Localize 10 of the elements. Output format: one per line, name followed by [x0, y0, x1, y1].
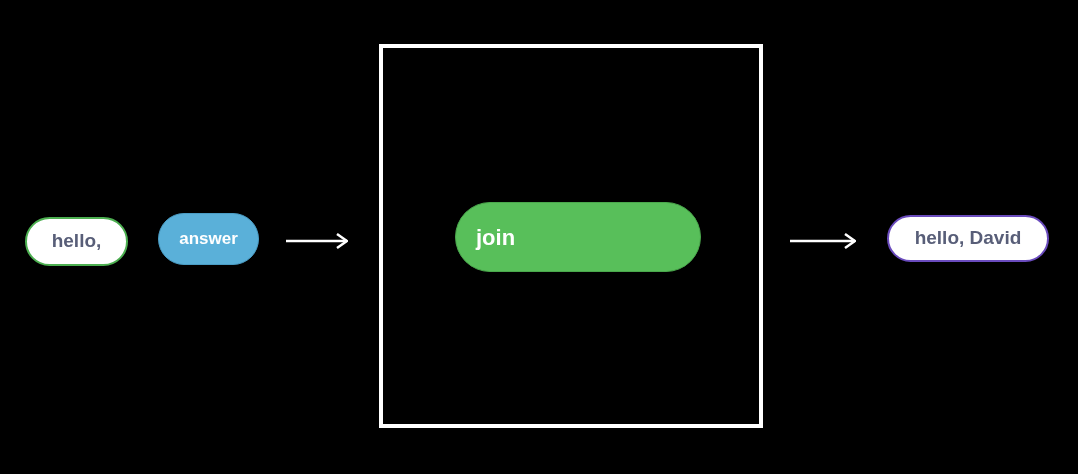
- node-label: join: [476, 223, 516, 252]
- arrow: [790, 232, 857, 250]
- pill-node: [158, 213, 259, 265]
- node-label: answer: [179, 228, 238, 251]
- pill-node: [887, 215, 1049, 262]
- node-label: hello,: [51, 229, 102, 254]
- pill-node: [25, 217, 128, 266]
- container-box: [379, 44, 763, 428]
- arrow: [286, 232, 349, 250]
- node-label: hello, David: [914, 226, 1022, 251]
